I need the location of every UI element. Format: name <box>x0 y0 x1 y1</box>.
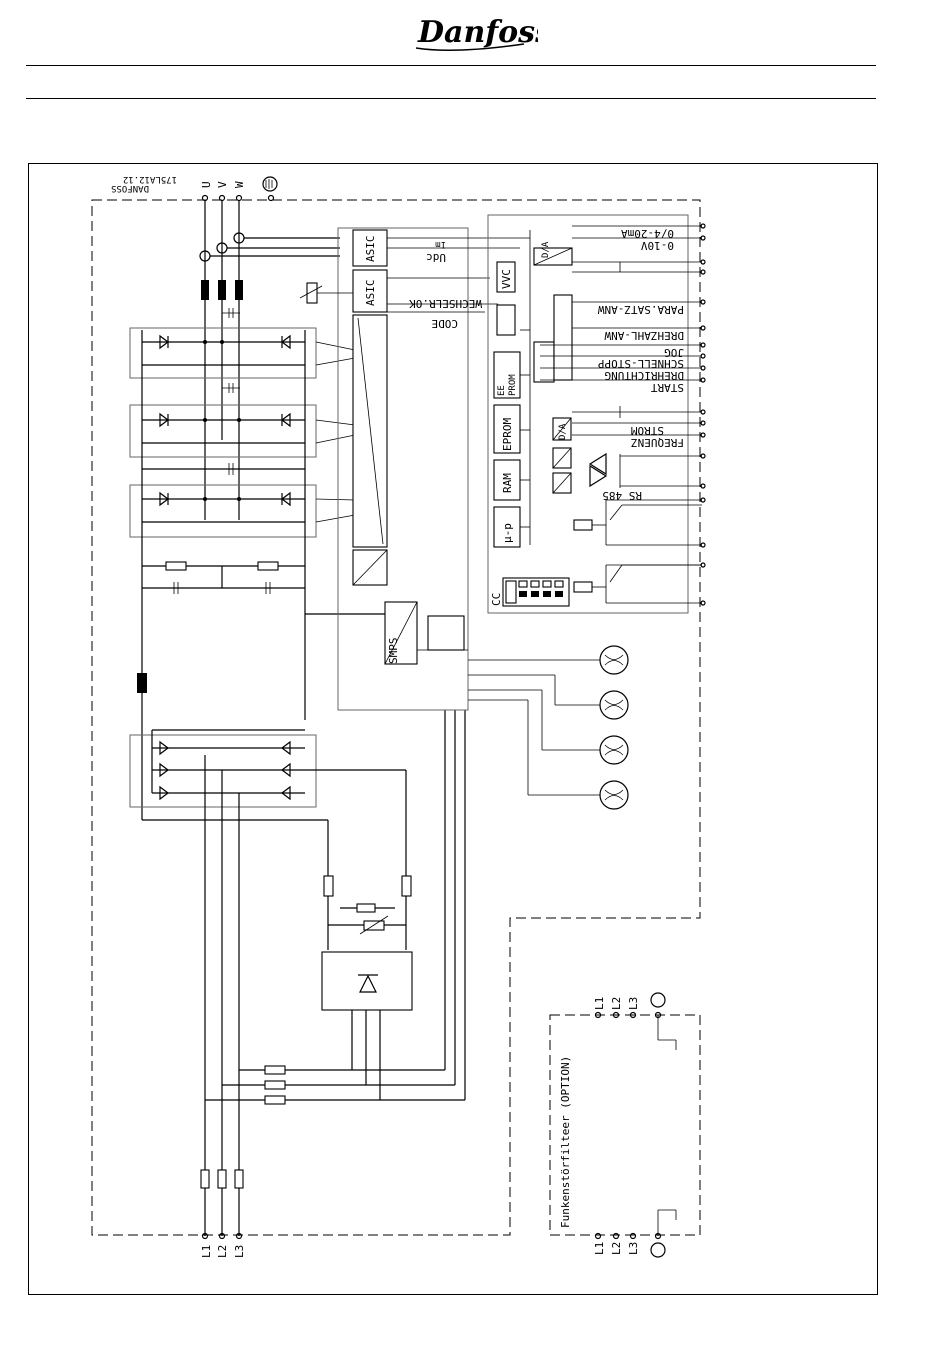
earth-icon <box>651 1243 665 1257</box>
label-start: START <box>651 381 684 394</box>
filter-title: Funkenstörfilteer (OPTION) <box>559 1056 572 1228</box>
filter-input-terminals: L1 L2 L3 <box>593 993 676 1050</box>
terminal-w: W <box>233 181 246 188</box>
inverter-module-1 <box>130 328 355 378</box>
relay-2 <box>574 565 622 603</box>
lamp-icon <box>600 736 628 764</box>
label-strom: STROM <box>631 424 664 437</box>
svg-text:D/A: D/A <box>541 241 551 258</box>
drawing-id: 175LA12.12 DANFOSS <box>111 174 177 193</box>
dc-choke <box>137 673 147 693</box>
code-label: CODE <box>432 317 459 330</box>
drawing-id-line2: DANFOSS <box>111 183 149 193</box>
label-para-satz: PARA.SATZ-ANW <box>598 303 684 316</box>
label-0-4-20ma: 0/4-20mA <box>621 227 674 240</box>
svg-text:RAM: RAM <box>501 473 514 493</box>
bridge-block <box>322 952 412 1010</box>
svg-text:PROM: PROM <box>508 374 518 396</box>
io-latch-block <box>534 342 554 382</box>
lamp-icon <box>600 781 628 809</box>
im-label: Im <box>435 239 446 249</box>
svg-text:EPROM: EPROM <box>501 418 514 451</box>
rs485-transceiver <box>553 448 620 493</box>
terminal-l2: L2 <box>216 1245 229 1258</box>
logic-block <box>497 305 515 335</box>
svg-text:L3: L3 <box>627 997 640 1010</box>
svg-text:L3: L3 <box>627 1242 640 1255</box>
choke-w <box>235 280 243 300</box>
mains-terminals: L1 L2 L3 <box>200 1245 246 1258</box>
terminal-v: V <box>216 181 229 188</box>
control-terminal-strip <box>540 226 702 603</box>
label-0-10v: 0-10V <box>641 239 674 252</box>
svg-text:L1: L1 <box>593 997 606 1010</box>
svg-text:L2: L2 <box>610 997 623 1010</box>
choke-v <box>218 280 226 300</box>
rectifier-module <box>130 730 316 807</box>
gate-driver-block <box>353 315 387 547</box>
svg-text:ASIC: ASIC <box>364 236 377 263</box>
cc-label: CC <box>490 593 503 606</box>
lamp-icon <box>600 691 628 719</box>
earth-icon <box>651 993 665 1007</box>
label-drehzahl: DREHZAHL-ANW <box>604 329 684 342</box>
udc-label: Udc <box>426 251 446 264</box>
terminal-dots <box>701 224 705 605</box>
filter-output-terminals: L1 L2 L3 <box>593 1210 676 1257</box>
input-buffer-block <box>554 295 572 380</box>
inverter-module-3 <box>130 485 355 537</box>
wechsel-ok-label: WECHSELR.OK <box>409 297 482 310</box>
rfi-filter-option <box>550 1015 700 1235</box>
label-drehrichtung: DREHRICHTUNG <box>605 369 684 382</box>
fan-driver-block <box>428 616 464 650</box>
choke-u <box>201 280 209 300</box>
svg-text:ASIC: ASIC <box>364 280 377 307</box>
terminal-u: U <box>200 181 213 188</box>
svg-text:VVC: VVC <box>500 269 513 289</box>
lamp-icon <box>600 646 628 674</box>
label-schnell-stopp: SCHNELL-STOPP <box>598 357 684 370</box>
relay-1 <box>574 500 622 545</box>
motor-terminals: U V W <box>200 177 277 201</box>
svg-text:L1: L1 <box>593 1242 606 1255</box>
smps-label: SMPS <box>387 638 400 665</box>
inverter-module-2 <box>130 405 355 457</box>
drawing-id-line1: 175LA12.12 <box>123 174 177 184</box>
terminal-l3: L3 <box>233 1245 246 1258</box>
terminal-l1: L1 <box>200 1245 213 1258</box>
svg-text:L2: L2 <box>610 1242 623 1255</box>
svg-text:μ-p: μ-p <box>501 523 514 543</box>
label-frequenz: FREQUENZ <box>631 436 684 449</box>
svg-text:D/A: D/A <box>558 423 568 440</box>
earth-icon <box>263 177 277 191</box>
svg-text:EE: EE <box>497 385 507 396</box>
